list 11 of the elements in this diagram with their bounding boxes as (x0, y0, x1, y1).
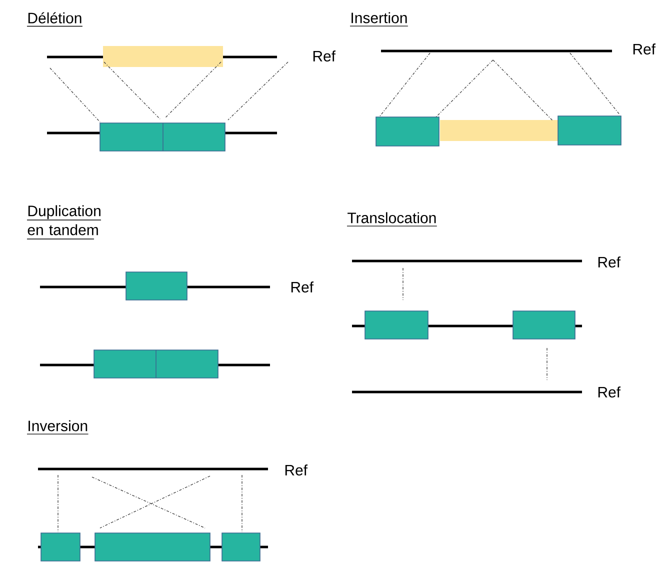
reference-label: Ref (633, 44, 656, 54)
section-title: Inversion (26, 420, 89, 434)
section-title: Insertion (350, 12, 408, 26)
reference-label: Ref (285, 464, 308, 476)
reference-label: Ref (313, 50, 336, 62)
reference-label: Ref (291, 282, 314, 292)
reference-label: Ref (598, 386, 621, 398)
section-title: Translocation (346, 212, 438, 226)
reference-label: Ref (598, 256, 621, 268)
section-title: Délétion (26, 12, 83, 27)
section-title: Duplication en tandem (26, 205, 102, 240)
